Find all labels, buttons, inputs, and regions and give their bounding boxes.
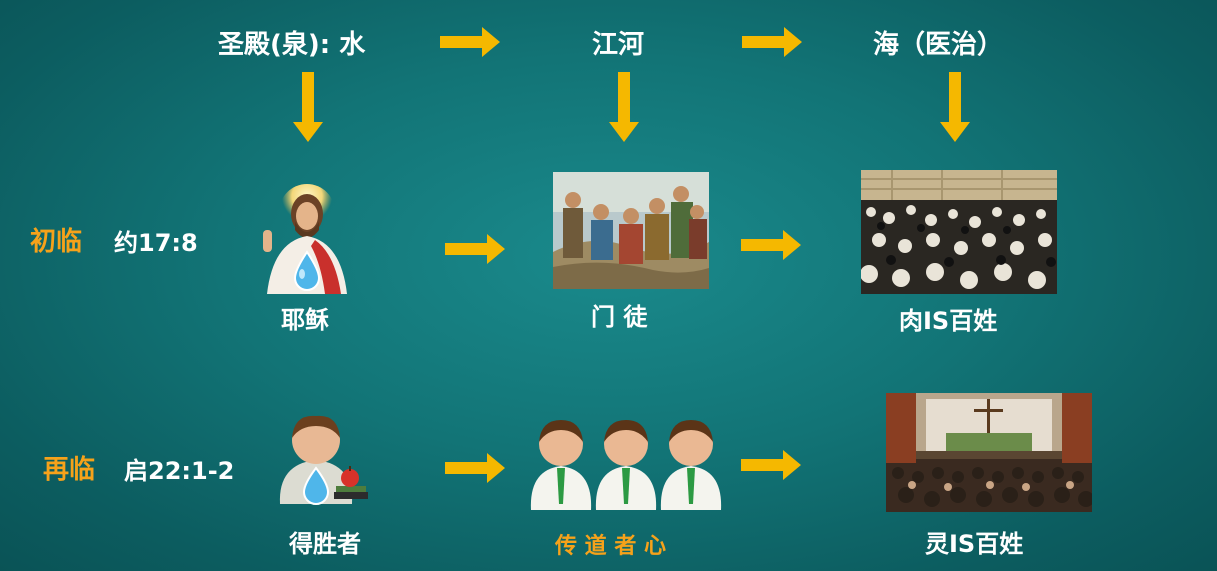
right-arrow-icon (440, 27, 500, 57)
heading-sea: 海（医治） (873, 30, 1004, 60)
overcomer-figure (279, 415, 368, 505)
heading-river: 江河 (592, 30, 645, 60)
right-arrow-icon (741, 450, 801, 480)
down-arrow-icon (293, 72, 323, 142)
preachers-figures (530, 420, 722, 510)
crowd-image (861, 170, 1057, 294)
right-arrow-icon (445, 453, 505, 483)
right-arrow-icon (742, 27, 802, 57)
row2-label: 再临 (43, 455, 96, 485)
row1-item1-label: 耶稣 (281, 306, 329, 334)
row1-item3-label: 肉IS百姓 (899, 307, 998, 335)
row1-label: 初临 (30, 227, 83, 257)
row2-item3-label: 灵IS百姓 (925, 530, 1024, 558)
row1-item2-label: 门 徒 (591, 303, 648, 331)
right-arrow-icon (445, 234, 505, 264)
down-arrow-icon (609, 72, 639, 142)
heading-source: 圣殿(泉): 水 (218, 30, 366, 60)
disciples-image (553, 172, 709, 289)
row2-item2-label: 传 道 者 心 (555, 534, 666, 559)
right-arrow-icon (741, 230, 801, 260)
row2-verse: 启22:1-2 (124, 457, 235, 485)
down-arrow-icon (940, 72, 970, 142)
church-image (886, 393, 1092, 512)
row1-verse: 约17:8 (114, 229, 198, 257)
row2-item1-label: 得胜者 (289, 530, 361, 558)
jesus-image (263, 184, 347, 294)
